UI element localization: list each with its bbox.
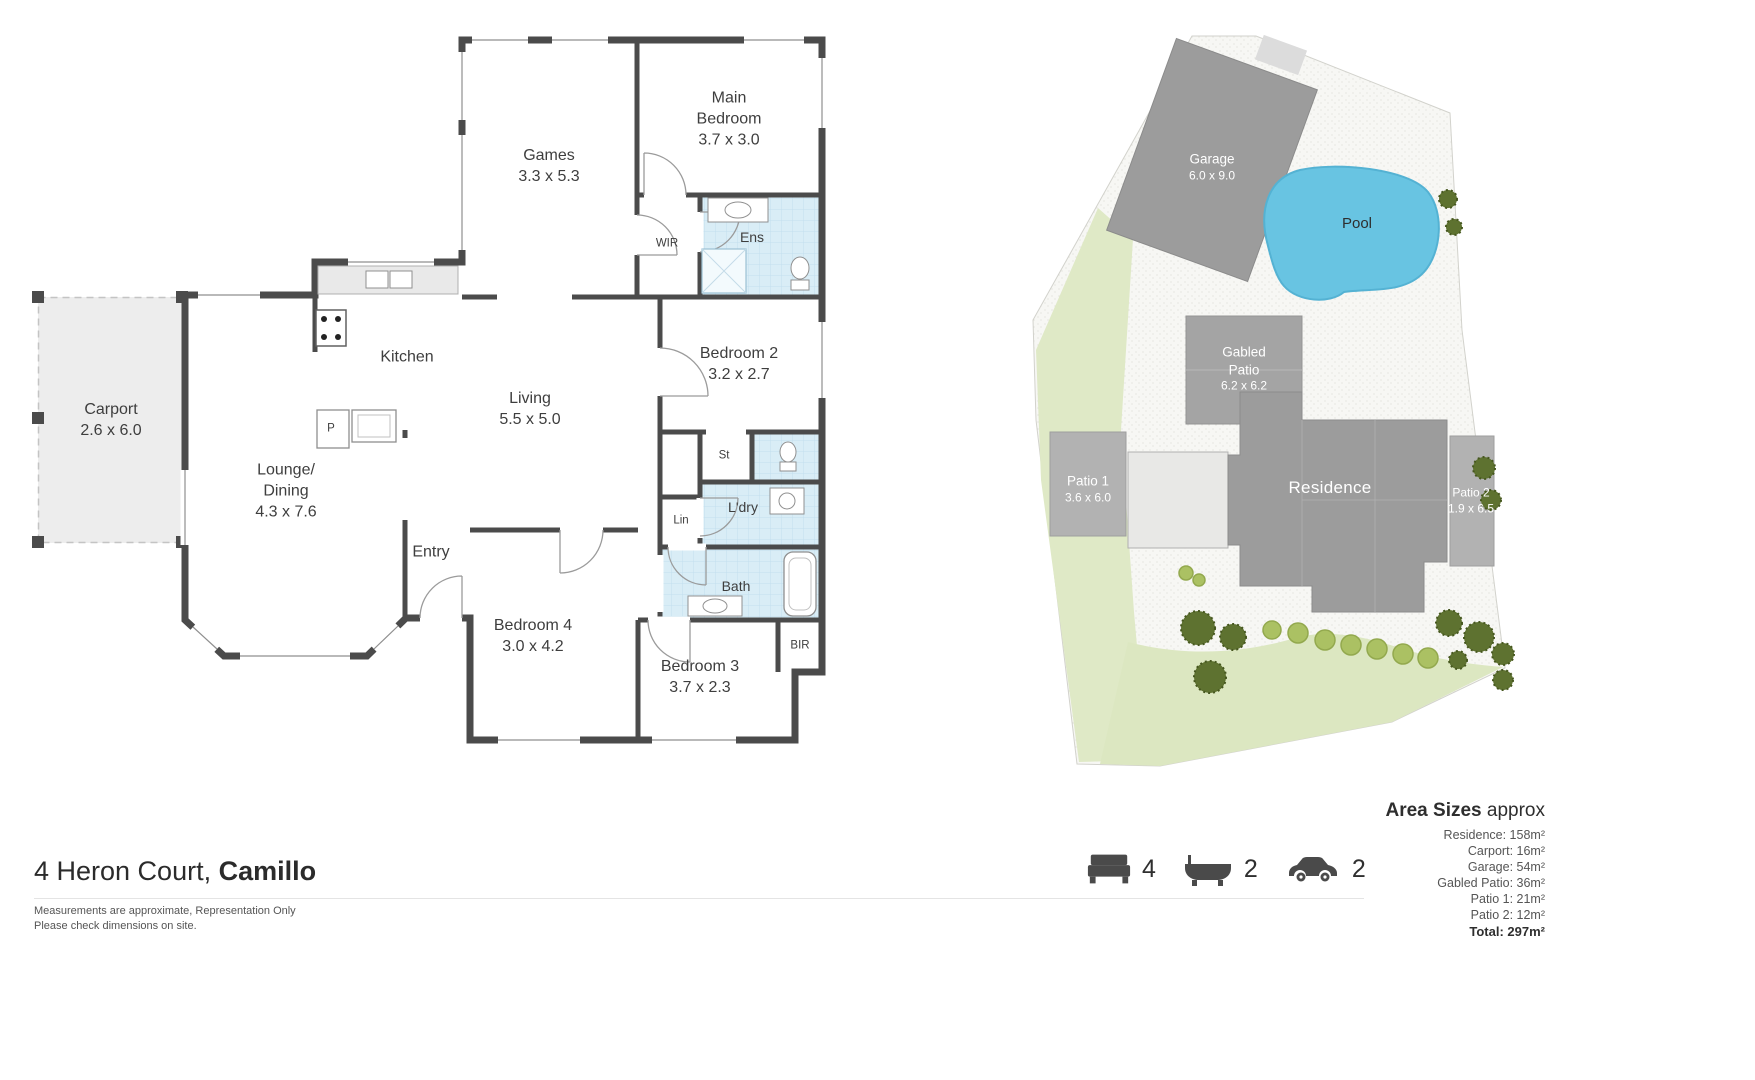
area-sizes: Area Sizes approx Residence: 158m² Carpo… [1386, 800, 1546, 941]
site-label-patio2: Patio 2 1.9 x 6.5 [1447, 485, 1495, 515]
windows [180, 35, 827, 745]
fixtures [315, 197, 817, 617]
site-label-garage: Garage 6.0 x 9.0 [1188, 151, 1236, 182]
room-label-living: Living 5.5 x 5.0 [499, 389, 561, 428]
page-title: 4 Heron Court, Camillo [34, 856, 316, 887]
cars-count: 2 [1351, 854, 1366, 883]
disclaimer: Measurements are approximate, Representa… [34, 905, 296, 932]
pool-shape [1263, 165, 1440, 301]
room-label-laundry: L'dry [728, 498, 758, 515]
area-row-garage: Garage: 54m² [1467, 860, 1545, 874]
site-plan [1032, 34, 1515, 767]
area-row-patio2: Patio 2: 12m² [1470, 908, 1545, 922]
area-row-gabled-patio: Gabled Patio: 36m² [1437, 876, 1545, 890]
room-label-ens: Ens [739, 228, 765, 245]
baths-feature: 2 [1182, 852, 1258, 886]
site-label-patio1: Patio 1 3.6 x 6.0 [1064, 473, 1112, 504]
room-label-carport: Carport 2.6 x 6.0 [80, 400, 142, 439]
room-label-bedroom2: Bedroom 2 3.2 x 2.7 [699, 344, 779, 383]
feature-summary: 4 2 2 [1086, 852, 1392, 886]
room-label-store: St [718, 449, 730, 462]
room-label-lounge-dining: Lounge/ Dining 4.3 x 7.6 [255, 461, 317, 521]
area-row-residence: Residence: 158m² [1443, 828, 1545, 842]
room-label-entry: Entry [412, 543, 450, 561]
area-total: Total: 297m² [1469, 924, 1545, 939]
trees [1178, 189, 1515, 694]
patio1-shape [1049, 431, 1127, 537]
address-street: 4 Heron Court, [34, 856, 219, 886]
room-label-bir: BIR [790, 639, 810, 652]
bath-icon [1184, 855, 1231, 886]
baths-count: 2 [1243, 854, 1258, 883]
door-openings [401, 191, 746, 624]
car-icon [1288, 857, 1337, 882]
room-label-pantry: P [327, 422, 335, 435]
area-sizes-heading: Area Sizes approx [1385, 800, 1546, 821]
room-label-bath: Bath [721, 577, 751, 594]
site-label-pool: Pool [1341, 215, 1373, 233]
address-suburb: Camillo [218, 856, 317, 886]
floor-plan [32, 35, 827, 745]
beds-count: 4 [1142, 854, 1156, 883]
footer-divider [34, 898, 1364, 899]
room-label-games: Games 3.3 x 5.3 [518, 146, 580, 185]
site-label-gabled-patio: Gabled Patio 6.2 x 6.2 [1220, 344, 1268, 393]
area-row-patio1: Patio 1: 21m² [1470, 892, 1545, 906]
room-label-bedroom4: Bedroom 4 3.0 x 4.2 [493, 616, 573, 655]
beds-feature: 4 [1086, 852, 1156, 886]
area-row-carport: Carport: 16m² [1467, 844, 1545, 858]
residence-wing-shape [1127, 451, 1229, 549]
cars-feature: 2 [1284, 853, 1366, 885]
room-label-kitchen: Kitchen [380, 348, 434, 366]
room-label-linen: Lin [673, 514, 689, 527]
residence-roof-lines [1301, 420, 1447, 612]
site-label-residence: Residence [1288, 477, 1372, 497]
room-label-main-bedroom: Main Bedroom 3.7 x 3.0 [696, 89, 762, 149]
carport-structure [32, 291, 188, 548]
room-label-bedroom3: Bedroom 3 3.7 x 2.3 [660, 657, 740, 696]
bed-icon [1087, 854, 1131, 884]
room-label-wir: WIR [655, 237, 679, 250]
residence-shape [1227, 391, 1448, 613]
